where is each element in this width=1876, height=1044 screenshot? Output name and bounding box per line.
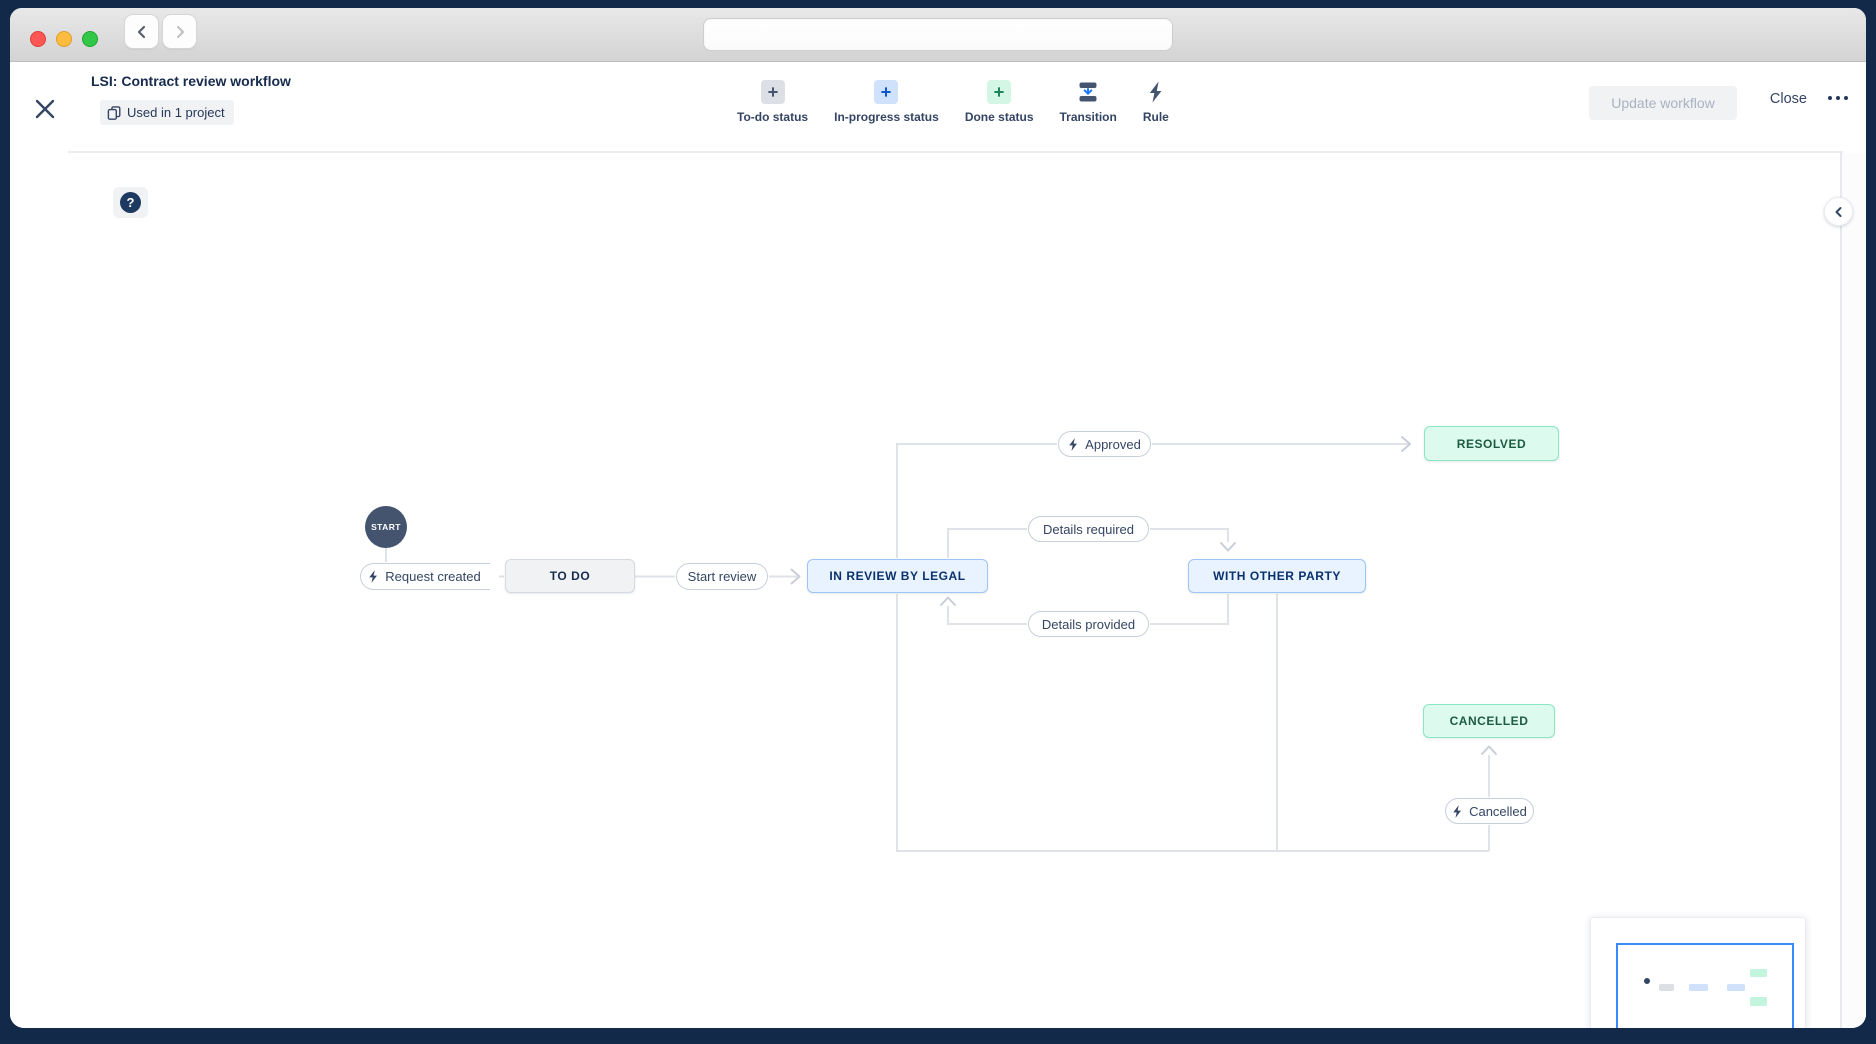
add-done-status-icon (987, 80, 1012, 104)
chevron-left-icon (137, 25, 145, 38)
workflow-editor-header: LSI: Contract review workflow Used in 1 … (10, 62, 1866, 151)
update-workflow-button[interactable]: Update workflow (1589, 86, 1737, 120)
editor-toolbar: To-do status In-progress status Done sta… (737, 80, 1169, 124)
minimap[interactable] (1590, 917, 1806, 1028)
workflow-connectors (385, 436, 1497, 852)
traffic-minimize-button[interactable] (56, 31, 72, 47)
status-to-do[interactable]: TO DO (505, 559, 635, 593)
start-node[interactable]: START (365, 506, 407, 548)
transition-cancelled[interactable]: Cancelled (1445, 798, 1534, 824)
rule-lightning-icon (1144, 80, 1168, 104)
right-panel-collapsed (1840, 153, 1866, 1028)
browser-window: LSI: Contract review workflow Used in 1 … (10, 8, 1866, 1028)
browser-back-button[interactable] (124, 14, 159, 49)
add-inprogress-status-icon (874, 80, 899, 104)
workflow-canvas[interactable]: ? (10, 153, 1866, 1028)
add-transition-button[interactable]: Transition (1060, 80, 1117, 124)
chevron-left-icon (1835, 206, 1841, 217)
copy-icon (107, 105, 121, 120)
add-todo-status-icon (760, 80, 785, 104)
close-button[interactable]: Close (1769, 91, 1807, 107)
usage-badge: Used in 1 project (100, 100, 234, 125)
add-rule-button[interactable]: Rule (1143, 80, 1169, 124)
browser-chrome (10, 8, 1866, 62)
rule-lightning-icon (1452, 804, 1463, 818)
close-icon (35, 99, 55, 119)
traffic-close-button[interactable] (30, 31, 46, 47)
workflow-title: LSI: Contract review workflow (91, 73, 291, 89)
transition-approved[interactable]: Approved (1058, 431, 1151, 457)
header-divider (68, 151, 1843, 153)
minimap-with-other-party-node (1727, 984, 1745, 991)
transition-start-review[interactable]: Start review (676, 563, 768, 590)
minimap-cancelled-node (1750, 997, 1767, 1006)
browser-forward-button[interactable] (162, 14, 197, 49)
chevron-right-icon (176, 25, 184, 38)
status-cancelled[interactable]: CANCELLED (1423, 704, 1555, 738)
transition-request-created[interactable]: Request created (360, 563, 490, 590)
status-with-other-party[interactable]: WITH OTHER PARTY (1188, 559, 1366, 593)
ellipsis-icon (1828, 96, 1832, 100)
rule-lightning-icon (1068, 437, 1079, 451)
close-editor-button[interactable] (30, 95, 60, 123)
add-done-status-button[interactable]: Done status (965, 80, 1034, 124)
address-bar[interactable] (703, 18, 1173, 51)
status-resolved[interactable]: RESOLVED (1424, 426, 1559, 461)
transition-icon (1076, 80, 1100, 104)
help-button[interactable]: ? (113, 187, 148, 218)
transition-details-required[interactable]: Details required (1028, 516, 1149, 542)
rule-lightning-icon (368, 570, 379, 583)
add-todo-status-button[interactable]: To-do status (737, 80, 808, 124)
panel-toggle-button[interactable] (1824, 197, 1853, 226)
traffic-zoom-button[interactable] (82, 31, 98, 47)
more-options-button[interactable] (1826, 90, 1850, 106)
transition-details-provided[interactable]: Details provided (1028, 611, 1149, 637)
help-icon: ? (120, 192, 141, 213)
minimap-start-node (1644, 978, 1650, 984)
usage-badge-label: Used in 1 project (127, 105, 225, 120)
minimap-todo-node (1659, 984, 1674, 991)
minimap-resolved-node (1750, 969, 1767, 977)
add-inprogress-status-button[interactable]: In-progress status (834, 80, 939, 124)
minimap-in-review-node (1689, 984, 1708, 991)
status-in-review-by-legal[interactable]: IN REVIEW BY LEGAL (807, 559, 988, 593)
